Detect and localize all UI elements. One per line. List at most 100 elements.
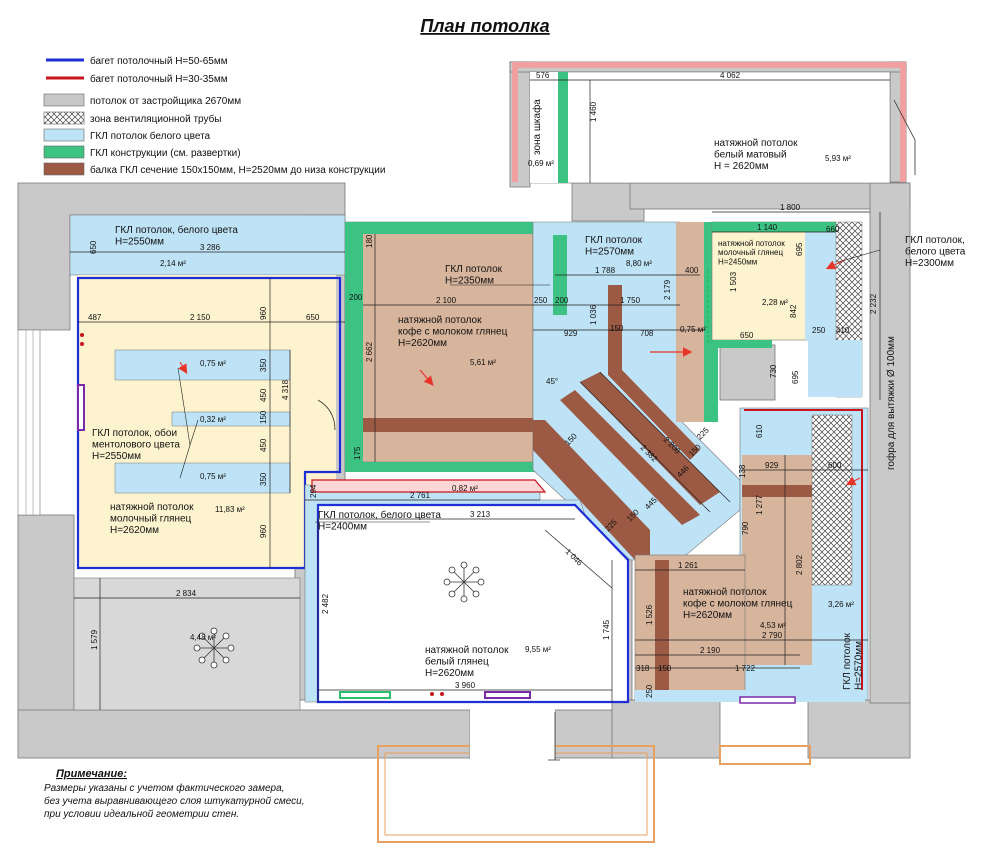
area-big-room: 9,55 м² — [525, 645, 551, 654]
legend-item: балка ГКЛ сечение 150х150мм, Н=2520мм до… — [90, 164, 385, 176]
legend-item: багет потолочный Н=30-35мм — [90, 73, 228, 85]
dim: 318 — [636, 664, 650, 673]
room-milk-small — [707, 221, 863, 398]
dim: 695 — [795, 242, 804, 256]
legend-item: ГКЛ конструкции (см. развертки) — [90, 148, 241, 159]
dim: 960 — [259, 524, 268, 538]
dim: 695 — [791, 370, 800, 384]
dim: 3 286 — [200, 243, 221, 252]
room-right — [634, 407, 869, 704]
leader-lines — [177, 249, 881, 523]
room-bottom-left — [73, 577, 301, 711]
dim: 150 — [610, 324, 624, 333]
chandelier-icon — [193, 627, 235, 669]
dim: 4 318 — [281, 379, 290, 400]
area-coffee-2: 4,53 м² — [760, 621, 786, 630]
dim: 1 036 — [589, 304, 598, 325]
dim: 1 526 — [645, 604, 654, 625]
dim: 610 — [755, 424, 764, 438]
dim: 4 062 — [720, 71, 741, 80]
room-left — [69, 214, 346, 570]
balcony-left — [377, 745, 655, 843]
dim: 650 — [306, 313, 320, 322]
area-right-gkl: 3,26 м² — [828, 600, 854, 609]
area-left-mid-b: 0,32 м² — [200, 415, 226, 424]
dim: 410 — [836, 326, 850, 335]
dim: 350 — [259, 472, 268, 486]
dim: 1 745 — [602, 619, 611, 640]
label-wardrobe: зона шкафа — [531, 99, 543, 155]
dim: 1 722 — [735, 664, 756, 673]
dim: 1 460 — [589, 101, 598, 122]
note-heading: Примечание: — [56, 768, 127, 780]
dim: 2 232 — [869, 293, 878, 314]
dim: 487 — [88, 313, 102, 322]
dim: 3 213 — [470, 510, 491, 519]
legend-swatch-brown — [43, 162, 85, 176]
legend-item: багет потолочный Н=50-65мм — [90, 55, 228, 67]
dim: 250 — [812, 326, 826, 335]
dim: 1 261 — [678, 561, 699, 570]
door-opening — [470, 710, 555, 758]
note-line: без учета выравнивающего слоя штукатурно… — [44, 795, 305, 807]
area-milk-small: 2,28 м² — [762, 298, 788, 307]
dim: 708 — [640, 329, 654, 338]
area-left-mid-c: 0,75 м² — [200, 472, 226, 481]
dim: 2 179 — [663, 279, 672, 300]
dim: 600 — [828, 461, 842, 470]
dim: 3 960 — [455, 681, 476, 690]
dim: 1 788 — [595, 266, 616, 275]
dim: 1 579 — [90, 629, 99, 650]
dim: 576 — [536, 71, 550, 80]
dim: 1 140 — [757, 223, 778, 232]
room-big-white — [304, 479, 630, 704]
dim: 2 190 — [700, 646, 721, 655]
dim: 400 — [685, 266, 699, 275]
legend-swatch-lightblue — [43, 128, 85, 142]
dim: 250 — [534, 296, 548, 305]
chandelier-icon — [443, 561, 485, 603]
area-top-room: 5,93 м² — [825, 154, 851, 163]
dim: 1 277 — [755, 494, 764, 515]
legend-item: зона вентиляционной трубы — [90, 113, 222, 125]
dim: 650 — [89, 240, 98, 254]
dim: 650 — [740, 331, 754, 340]
dim: 450 — [259, 388, 268, 402]
balcony-right — [719, 745, 811, 765]
dim: 1 503 — [729, 271, 738, 292]
dim: 250 — [645, 684, 654, 698]
dim: 2 761 — [410, 491, 431, 500]
note-line: при условии идеальной геометрии стен. — [44, 809, 239, 820]
dim: 730 — [769, 364, 778, 378]
legend-item: ГКЛ потолок белого цвета — [90, 130, 211, 142]
dim: 842 — [789, 304, 798, 318]
legend-item: потолок от застройщика 2670мм — [90, 96, 241, 107]
dim: 175 — [353, 446, 362, 460]
dim: 2 790 — [762, 631, 783, 640]
area-left-mid-a: 0,75 м² — [200, 359, 226, 368]
dim: 2 482 — [321, 593, 330, 614]
dim: 200 — [555, 296, 569, 305]
dim: 2 802 — [795, 554, 804, 575]
note: Примечание: Размеры указаны с учетом фак… — [44, 768, 305, 820]
legend-swatch-hatch — [43, 111, 85, 125]
dim: 180 — [365, 234, 374, 248]
dim: 929 — [564, 329, 578, 338]
dim: 1 800 — [780, 203, 801, 212]
dim: 450 — [259, 438, 268, 452]
dim: 200 — [349, 293, 363, 302]
dim: 150 — [259, 410, 268, 424]
dim: 1 750 — [620, 296, 641, 305]
leader-arrows — [178, 259, 861, 486]
